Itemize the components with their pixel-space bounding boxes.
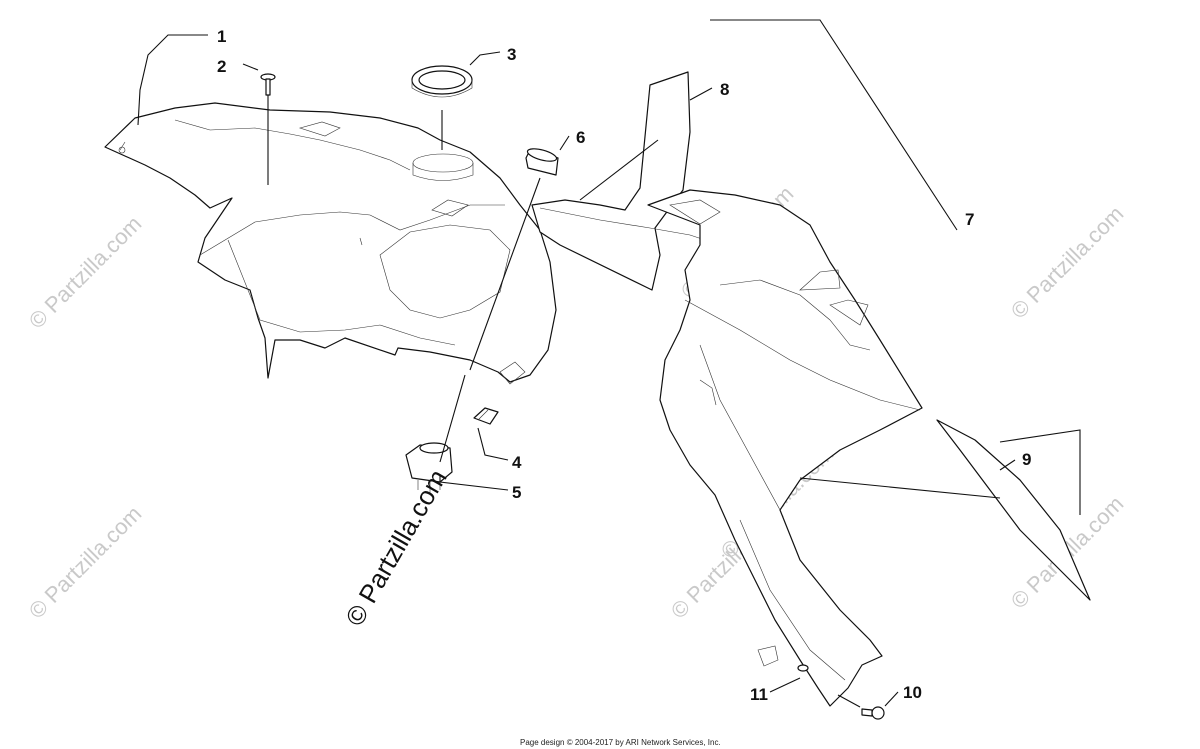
part-7-shroud <box>647 189 923 707</box>
callout-6: 6 <box>576 128 585 147</box>
callout-9: 9 <box>1022 450 1031 469</box>
part-9-panel <box>936 419 1091 601</box>
callout-4: 4 <box>512 453 522 472</box>
callout-11: 11 <box>750 685 768 704</box>
part-6-cap <box>525 148 559 176</box>
callout-3: 3 <box>507 45 516 64</box>
leader-lines <box>137 19 1081 708</box>
callout-1: 1 <box>217 27 226 46</box>
watermark: © Partzilla.com <box>24 501 147 624</box>
part-2-screw <box>260 73 276 96</box>
footer-copyright: Page design © 2004-2017 by ARI Network S… <box>520 738 721 747</box>
watermark: © Partzilla.com <box>1006 201 1129 324</box>
part-1-console <box>104 102 557 385</box>
watermark: © Partzilla.com <box>24 211 147 334</box>
callout-7: 7 <box>965 210 974 229</box>
callout-10: 10 <box>903 683 922 702</box>
part-8-panel <box>531 71 721 291</box>
part-11-washer <box>797 664 809 672</box>
callout-5: 5 <box>512 483 521 502</box>
part-10-bolt <box>861 706 885 720</box>
part-3-ring <box>411 65 473 98</box>
part-5-switch <box>405 442 453 494</box>
callouts: 1 2 3 4 5 6 7 8 9 10 11 <box>217 27 1031 704</box>
watermark-large: © Partzilla.com <box>339 464 453 631</box>
callout-8: 8 <box>720 80 729 99</box>
part-4-clip <box>473 407 499 425</box>
callout-2: 2 <box>217 57 226 76</box>
